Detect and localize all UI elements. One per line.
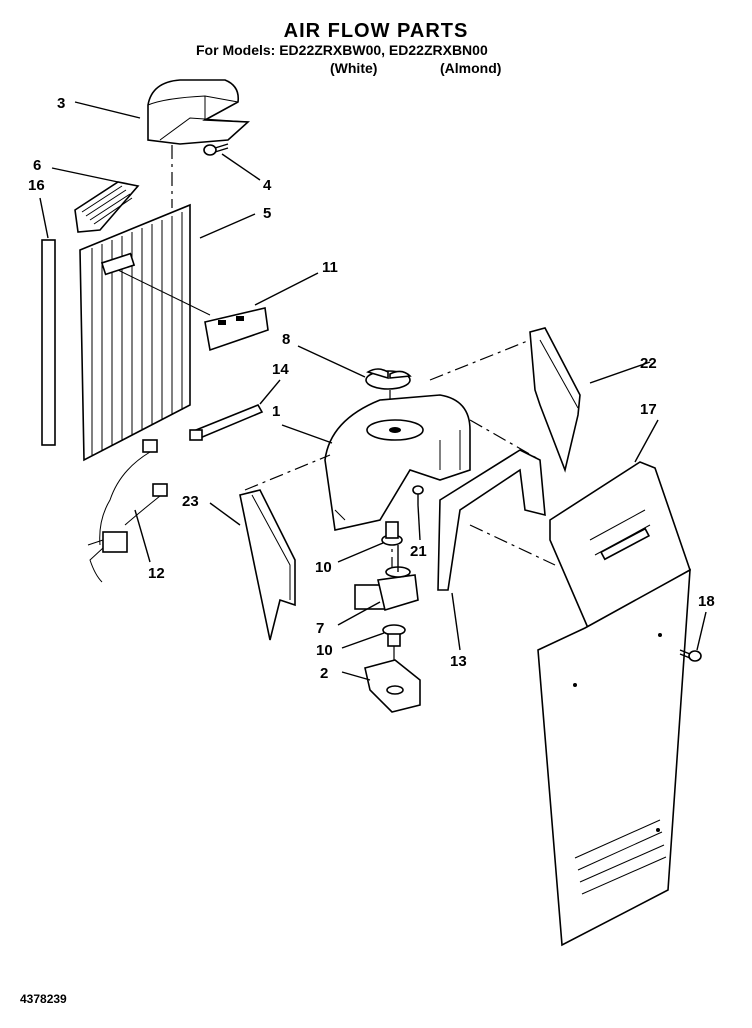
callout-7: 7	[316, 620, 324, 637]
callout-11: 11	[322, 259, 338, 276]
part-7-fan-motor	[354, 545, 419, 612]
callout-5: 5	[263, 205, 271, 222]
part-6-diffuser	[74, 181, 140, 233]
callout-13: 13	[450, 653, 467, 670]
part-13-gasket	[437, 449, 546, 591]
callout-16: 16	[28, 177, 45, 194]
part-2-motor-bracket	[364, 659, 421, 713]
callout-leaders	[39, 101, 707, 681]
models-line: For Models: ED22ZRXBW00, ED22ZRXBN00	[196, 42, 488, 58]
part-4-screw	[203, 143, 229, 156]
rear-duct-panel	[537, 568, 691, 947]
callout-8: 8	[282, 331, 290, 348]
leader-dashed-17	[469, 524, 556, 566]
part-3-duct-cover	[147, 79, 250, 145]
diagram-title: AIR FLOW PARTS	[283, 20, 469, 42]
part-21-screw	[412, 485, 424, 505]
callout-22: 22	[640, 355, 657, 372]
color-almond-label: (Almond)	[440, 60, 502, 76]
part-10-grommet-upper	[381, 521, 403, 546]
callout-10-lower: 10	[316, 642, 333, 659]
leader-dashed-13	[469, 419, 541, 461]
part-10-grommet-lower	[382, 624, 406, 647]
part-12-wire-harness	[87, 439, 168, 583]
color-white-label: (White)	[330, 60, 378, 76]
callout-18: 18	[698, 593, 715, 610]
callout-10-upper: 10	[315, 559, 332, 576]
callout-3: 3	[57, 95, 65, 112]
callout-4: 4	[263, 177, 272, 194]
leader-dashed-23	[244, 454, 331, 491]
part-18-screw	[679, 649, 702, 662]
part-16-foam-strip	[41, 239, 56, 446]
callout-23: 23	[182, 493, 199, 510]
document-number: 4378239	[20, 992, 67, 1006]
part-1-fan-housing	[324, 394, 471, 531]
part-22-baffle	[529, 327, 581, 473]
callout-17: 17	[640, 401, 657, 418]
part-17-air-duct	[549, 461, 691, 630]
callout-21: 21	[410, 543, 427, 560]
callout-2: 2	[320, 665, 328, 682]
part-5-panel	[79, 203, 211, 462]
part-14-heater	[189, 403, 264, 441]
callout-6: 6	[33, 157, 41, 174]
part-11-bracket	[204, 307, 269, 352]
part-23-side-baffle	[239, 489, 296, 641]
callout-1: 1	[272, 403, 280, 420]
leader-dashed-22	[429, 339, 531, 381]
part-8-fan-blade	[365, 368, 412, 390]
callout-14: 14	[272, 361, 289, 378]
callout-12: 12	[148, 565, 165, 582]
